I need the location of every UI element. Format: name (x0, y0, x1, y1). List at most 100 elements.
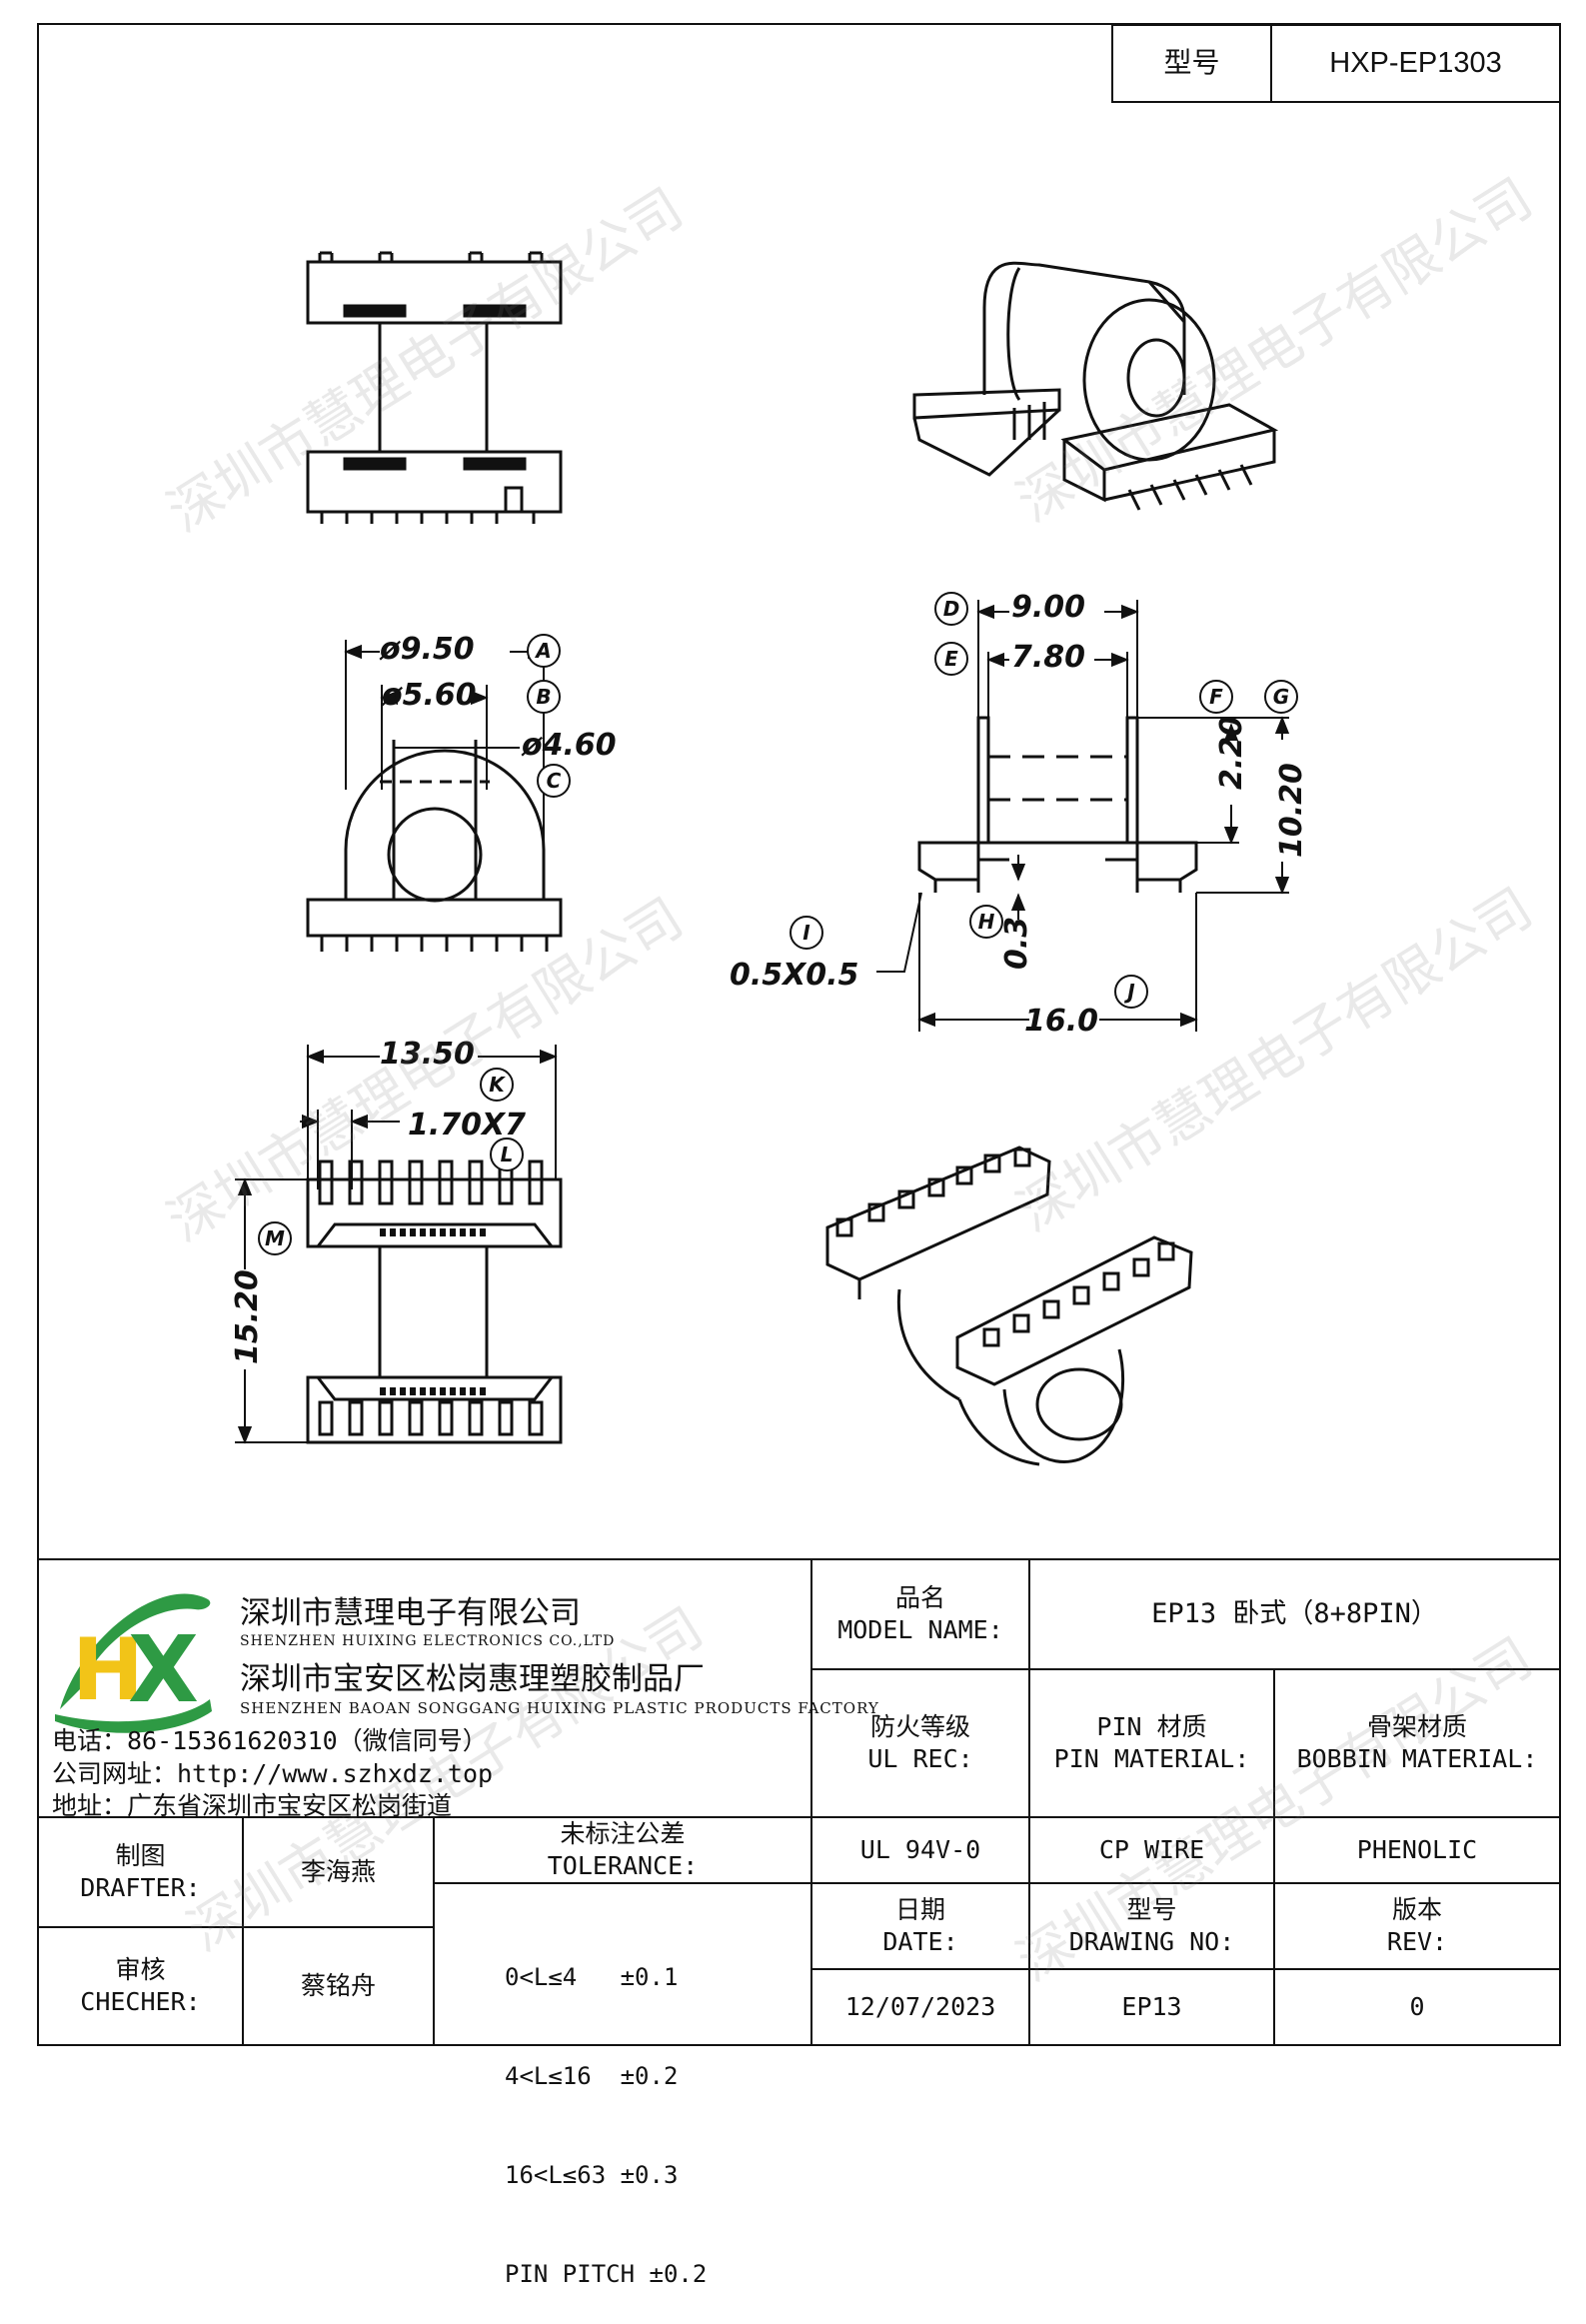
dimension-f-tag: F (1199, 680, 1233, 714)
dimension-k-tag: K (480, 1068, 514, 1102)
tolerance-line: PIN PITCH ±0.2 (505, 2260, 708, 2288)
view-plan-bottom (306, 1177, 563, 1444)
bobbin-material-label-cn: 骨架材质 (1366, 1711, 1467, 1741)
dimension-g-value: 10.20 (1274, 763, 1309, 858)
header-model-label: 型号 (1163, 46, 1220, 80)
dimension-j-value: 16.0 (1024, 1004, 1099, 1039)
checker-label: 审核 CHECHER: (38, 1927, 243, 2045)
tolerance-line: 4<L≤16 ±0.2 (505, 2062, 679, 2090)
pin (348, 1160, 364, 1205)
company-name-cn: 深圳市慧理电子有限公司 (240, 1595, 581, 1631)
dimension-j-tag: J (1114, 975, 1148, 1009)
dimension-c-tag: C (537, 764, 571, 798)
bobbin-material-value: PHENOLIC (1356, 1834, 1478, 1864)
company-address: 地址：广东省深圳市宝安区松岗街道 (52, 1791, 453, 1820)
bobbin-material-label-en: BOBBIN MATERIAL: (1296, 1744, 1538, 1773)
model-name-label-en: MODEL NAME: (837, 1615, 1003, 1644)
dimension-m-tag: M (258, 1221, 292, 1255)
dimension-e-value: 7.80 (1011, 640, 1086, 675)
date-label: 日期 DATE: (811, 1883, 1029, 1969)
drawing-no-label: 型号 DRAWING NO: (1029, 1883, 1274, 1969)
model-name-label: 品名 MODEL NAME: (811, 1559, 1029, 1669)
view-isometric-top (912, 261, 1279, 511)
dimension-h-tag: H (969, 905, 1003, 939)
date-label-cn: 日期 (894, 1894, 945, 1924)
dimension-l-tag: L (490, 1138, 524, 1171)
pin (438, 1400, 454, 1436)
company-name-en: SHENZHEN HUIXING ELECTRONICS CO.,LTD (240, 1633, 616, 1649)
pin (528, 1400, 544, 1436)
dimension-f-value: 2.20 (1214, 715, 1249, 790)
view-isometric-bottom (825, 1146, 1193, 1466)
dimension-e-tag: E (934, 642, 968, 676)
factory-name-en: SHENZHEN BAOAN SONGGANG HUIXING PLASTIC … (240, 1699, 879, 1717)
pin-material-label-en: PIN MATERIAL: (1053, 1744, 1250, 1773)
tolerance-line: 16<L≤63 ±0.3 (505, 2161, 679, 2189)
drafter-label-en: DRAFTER: (80, 1873, 201, 1902)
drawing-no-label-en: DRAWING NO: (1068, 1927, 1235, 1956)
date-label-en: DATE: (882, 1927, 958, 1956)
checker-label-cn: 审核 (115, 1954, 166, 1984)
dimension-b-tag: B (527, 680, 561, 714)
logo-letter-x: X (128, 1616, 199, 1723)
rev-value: 0 (1409, 1991, 1425, 2021)
dimension-c-value: ø4.60 (522, 728, 617, 763)
logo-letter-h: H (72, 1620, 144, 1720)
pin (438, 1160, 454, 1205)
tolerance-line: 0<L≤4 ±0.1 (505, 1963, 679, 1991)
tolerance-label-en: TOLERANCE: (547, 1851, 699, 1880)
pin (468, 1160, 484, 1205)
rev-label-cn: 版本 (1391, 1894, 1442, 1924)
drafter-label-cn: 制图 (115, 1840, 166, 1870)
title-block-grid (38, 1558, 1560, 2045)
pin (528, 1160, 544, 1205)
pin (408, 1160, 424, 1205)
tolerance-lines: 0<L≤4 ±0.1 4<L≤16 ±0.2 16<L≤63 ±0.3 PIN … (505, 1895, 707, 2324)
company-phone: 电话：86-15361620310（微信同号） (52, 1726, 488, 1755)
ul-label-cn: 防火等级 (869, 1711, 970, 1741)
pin (318, 1400, 334, 1436)
dimension-d-tag: D (934, 592, 968, 626)
drafter-name: 李海燕 (300, 1856, 376, 1886)
company-website: 公司网址：http://www.szhxdz.top (52, 1759, 494, 1788)
pin-material-value: CP WIRE (1098, 1834, 1205, 1864)
dimension-m-value: 15.20 (230, 1269, 265, 1364)
pin (378, 1400, 394, 1436)
technical-drawing: H X (37, 23, 1561, 2046)
pin (348, 1400, 364, 1436)
company-logo: H X (55, 1593, 212, 1733)
pin (378, 1160, 394, 1205)
rev-label-en: REV: (1386, 1927, 1448, 1956)
pin (468, 1400, 484, 1436)
header-model-value: HXP-EP1303 (1329, 46, 1502, 79)
dimension-h-value: 0.3 (999, 916, 1034, 970)
factory-name-cn: 深圳市宝安区松岗惠理塑胶制品厂 (240, 1661, 705, 1697)
dimension-g-tag: G (1264, 680, 1298, 714)
drawing-border (37, 23, 1561, 2046)
drawing-no-label-cn: 型号 (1126, 1894, 1177, 1924)
ul-label: 防火等级 UL REC: (811, 1669, 1029, 1817)
view-front-top (306, 251, 563, 524)
tolerance-label-cn: 未标注公差 (560, 1818, 686, 1848)
plan-dimension-lines (235, 1045, 558, 1444)
checker-label-en: CHECHER: (80, 1987, 201, 2016)
dimension-a-tag: A (527, 634, 561, 668)
dimension-k-value: 13.50 (380, 1037, 475, 1072)
rev-label: 版本 REV: (1274, 1883, 1560, 1969)
pin-material-label: PIN 材质 PIN MATERIAL: (1029, 1669, 1274, 1817)
dimension-d-value: 9.00 (1011, 590, 1086, 625)
drawing-no-value: EP13 (1121, 1991, 1182, 2021)
dimension-a-value: ø9.50 (380, 632, 475, 667)
dimension-l-value: 1.70X7 (408, 1108, 527, 1143)
pin (318, 1160, 334, 1205)
model-name-value: EP13 卧式（8+8PIN） (1151, 1598, 1438, 1630)
pin (408, 1400, 424, 1436)
bobbin-material-label: 骨架材质 BOBBIN MATERIAL: (1274, 1669, 1560, 1817)
pin-material-label-cn: PIN 材质 (1096, 1711, 1207, 1741)
dimension-i-tag: I (790, 916, 823, 950)
pin (498, 1400, 514, 1436)
checker-name: 蔡铭舟 (300, 1970, 376, 2000)
model-name-label-cn: 品名 (894, 1582, 945, 1612)
tolerance-label: 未标注公差 TOLERANCE: (434, 1817, 811, 1883)
date-value: 12/07/2023 (844, 1991, 996, 2021)
